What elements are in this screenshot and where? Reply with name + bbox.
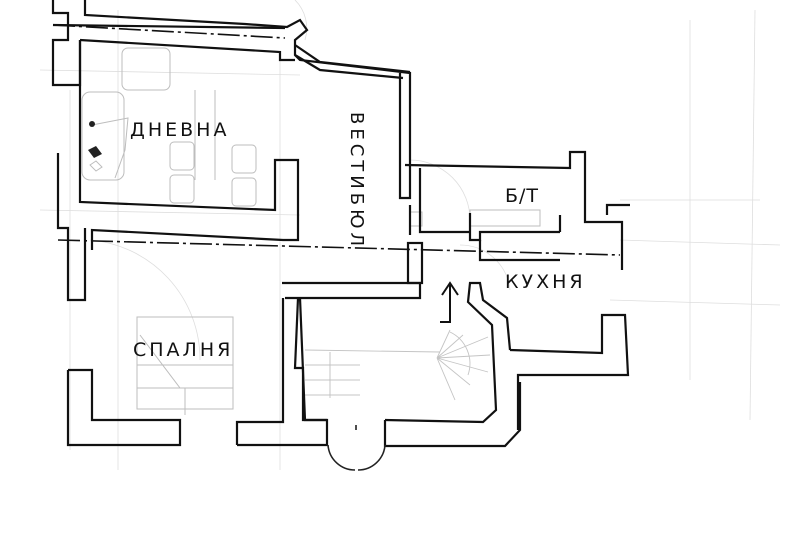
room-label-kitchen: КУХНЯ (505, 271, 586, 293)
room-label-bedroom: СПАЛНЯ (133, 339, 234, 361)
walls (51, 0, 630, 471)
room-label-bath: Б/Т (505, 185, 540, 207)
lamp-icon (89, 121, 95, 127)
armchair-icon (88, 146, 102, 158)
room-label-hall: ВЕСТИБЮЛ (346, 112, 367, 251)
room-label-living: ДНЕВНА (130, 119, 230, 141)
construction-lines (39, 0, 781, 470)
up-arrow-icon (440, 281, 459, 323)
staircase (304, 329, 491, 401)
